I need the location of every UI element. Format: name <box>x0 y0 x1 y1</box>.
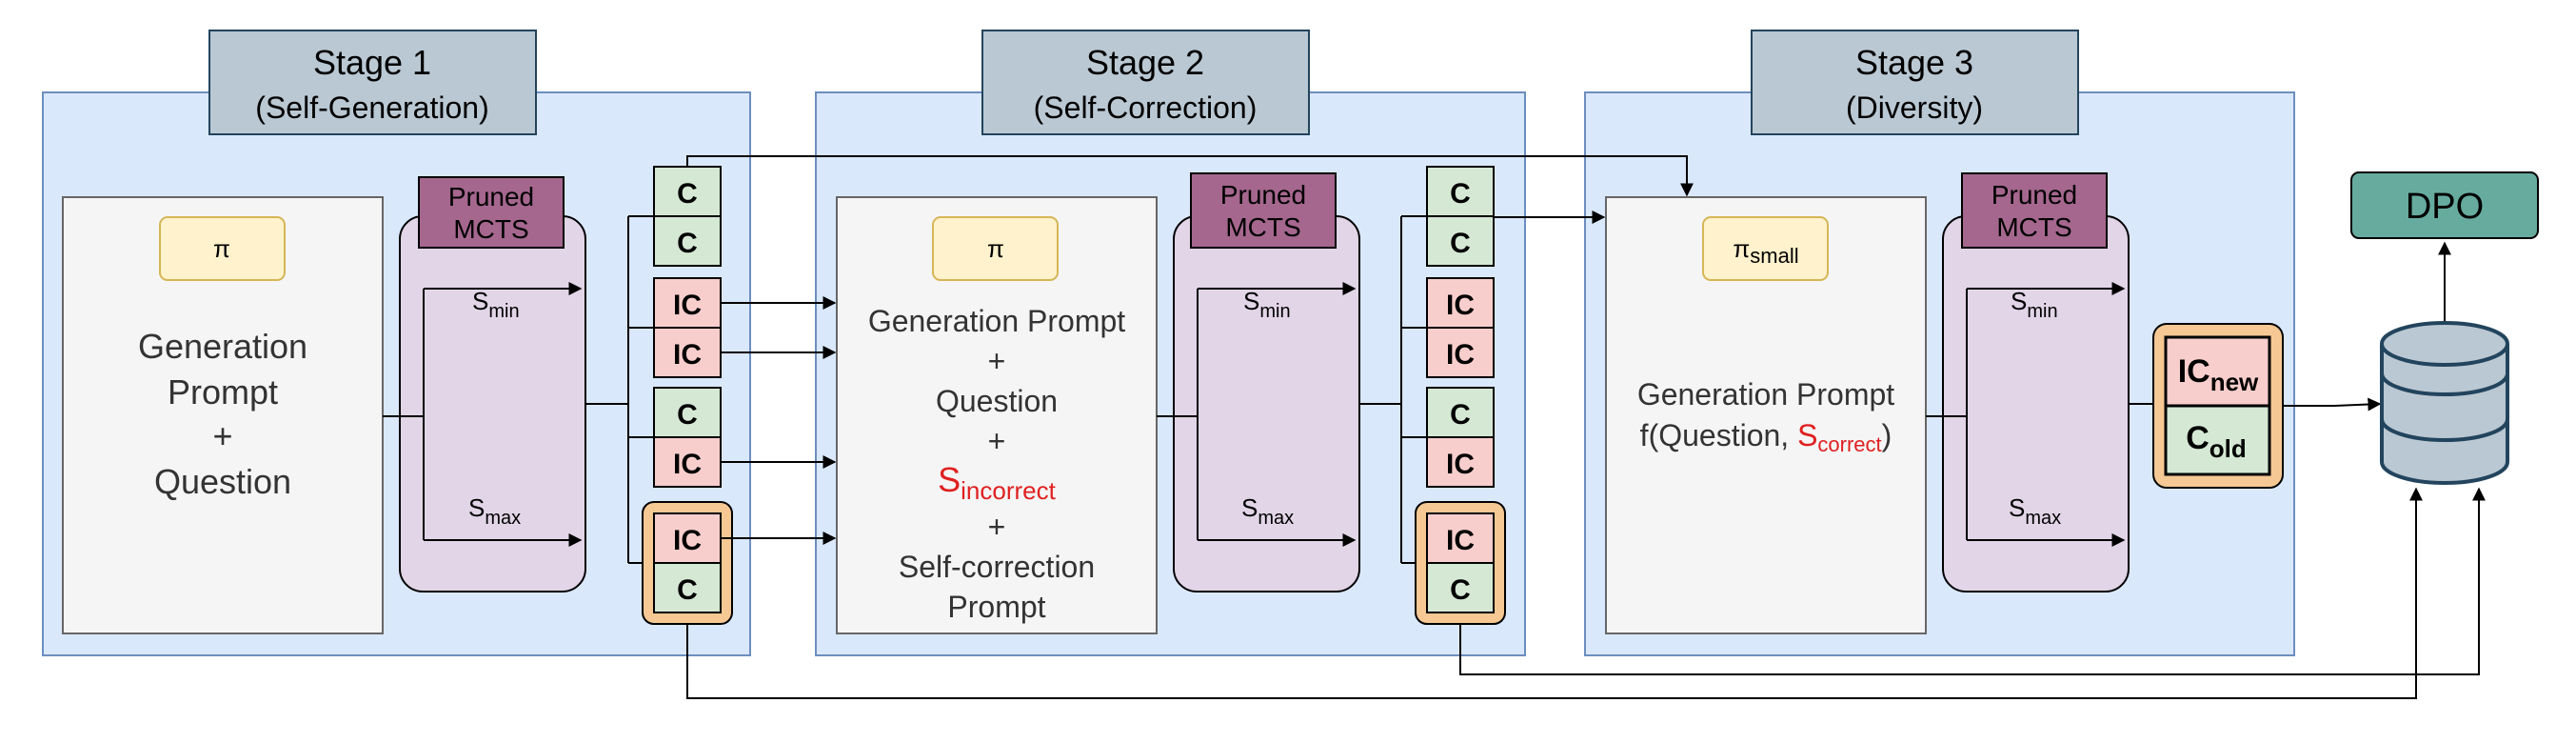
stage-2-output-pair-2-top-label: IC <box>1446 290 1475 321</box>
stage-3-output: ICnew Cold <box>2152 323 2284 489</box>
stage-3-subtitle: (Diversity) <box>1846 90 1983 125</box>
stage-3-smax-label: Smax <box>2009 493 2061 529</box>
arrow-s3-pair-to-db <box>2283 397 2382 412</box>
database-top <box>2380 321 2509 367</box>
stage-3-mcts-label-box <box>1961 172 2108 249</box>
stage-1-mcts-box <box>399 215 586 592</box>
stage-2-output-pair-4-top-label: IC <box>1446 525 1475 556</box>
stage-3: Stage 3 (Diversity) πsmall Generation Pr… <box>1584 30 2295 656</box>
stage-2-header <box>981 30 1310 135</box>
arrow-s1-correct-to-s3 <box>686 155 1694 197</box>
final-pair-top-label: ICnew <box>2178 353 2259 396</box>
stage-1-smax-label: Smax <box>468 493 521 529</box>
stage-1-prompt-line-4: Question <box>154 462 291 501</box>
stage-2-prompt-line-8: Prompt <box>947 590 1045 624</box>
stage-1-output-pair-1-bottom <box>653 215 722 267</box>
stage-2-prompt-line-1: Generation Prompt <box>868 304 1125 338</box>
stage-1-output-pair-4-top-label: IC <box>673 525 702 556</box>
stage-2-output-pair-1-top-label: C <box>1450 178 1471 210</box>
stage-2-output-pair-2-bottom-label: IC <box>1446 339 1475 371</box>
stage-2-output-pair-4-bottom-label: C <box>1450 574 1471 606</box>
stage-2-mcts-label-1: Pruned <box>1220 180 1306 210</box>
stage-2-smax-label: Smax <box>1241 493 1294 529</box>
stage-3-smin-label: Smin <box>2011 287 2058 322</box>
stage-1: Stage 1 (Self-Generation) π Generation P… <box>42 30 751 656</box>
stage-1-output-pair-1-top-label: C <box>677 178 698 210</box>
stage-1-output-pair-4-bottom <box>653 562 722 613</box>
stage-2-prompt-line-3: Question <box>936 384 1058 418</box>
dpo-box <box>2350 171 2539 239</box>
stage-2-outputs: C C IC IC C IC IC C <box>1400 166 1506 625</box>
stage-1-output-pair-3-bottom <box>653 436 722 488</box>
stage-1-prompt-line-1: Generation <box>138 327 307 366</box>
stage-1-output-pair-1-bottom-label: C <box>677 228 698 259</box>
stage-1-outputs: C C IC IC C IC IC C <box>627 166 733 625</box>
stage-1-mcts-label-box <box>418 176 565 249</box>
stage-2-subtitle: (Self-Correction) <box>1034 90 1258 125</box>
cross-stage-arrows <box>686 155 2486 699</box>
stage-1-output-pair-2-bottom <box>653 327 722 378</box>
stage-3-prompt-line-2: f(Question, Scorrect) <box>1640 418 1892 456</box>
final-pair-bottom <box>2164 404 2271 476</box>
database-ring-2 <box>2380 418 2509 442</box>
stage-3-mcts-label-2: MCTS <box>1996 212 2071 242</box>
final-pair-bottom-label: Cold <box>2186 420 2247 463</box>
stage-3-mcts-label-1: Pruned <box>1991 180 2077 210</box>
stage-2-output-pair-1-bottom-label: C <box>1450 228 1471 259</box>
stage-2-output-pair-1-bottom <box>1426 215 1495 267</box>
stage-1-policy-box <box>159 216 286 281</box>
stage-2-prompt-line-5: Sincorrect <box>938 460 1056 505</box>
stage-2-policy-label: π <box>987 234 1004 263</box>
dpo-label: DPO <box>2406 187 2484 227</box>
stage-1-smin-label: Smin <box>472 287 520 322</box>
stage-2-output-pair-2-bottom <box>1426 327 1495 378</box>
stage-3-title: Stage 3 <box>1855 43 1973 82</box>
stage-2-mcts-label-2: MCTS <box>1225 212 1300 242</box>
stage-2-output-pair-2-top <box>1426 277 1495 329</box>
stage-2-output-pair-3-bottom-label: IC <box>1446 449 1475 480</box>
arrow-s2-pair-to-db <box>1459 487 2486 675</box>
stage-1-mcts-label-2: MCTS <box>453 214 528 244</box>
stage-1-output-pair-4-bottom-label: C <box>677 574 698 606</box>
stage-2: Stage 2 (Self-Correction) π Generation P… <box>815 30 1526 656</box>
stage-1-output-pair-2-bottom-label: IC <box>673 339 702 371</box>
stage-2-mcts-label-box <box>1190 172 1337 249</box>
database-ring-1 <box>2380 372 2509 396</box>
stage-1-header <box>208 30 537 135</box>
stage-1-prompt-line-2: Prompt <box>168 372 278 412</box>
stage-1-output-pair-3-top <box>653 387 722 438</box>
stage-1-prompt-line-3: + <box>212 416 232 455</box>
database-body <box>2380 344 2509 485</box>
stage-3-header <box>1751 30 2079 135</box>
stage-2-prompt-line-6: + <box>988 510 1006 544</box>
stage-1-output-pair-3-bottom-label: IC <box>673 449 702 480</box>
stage-1-title: Stage 1 <box>313 43 431 82</box>
stage-2-output-pair-1-top <box>1426 166 1495 217</box>
database-icon <box>2380 321 2509 485</box>
stage-2-output-pair-3-top-label: C <box>1450 399 1471 431</box>
stage-2-mcts-box <box>1173 215 1360 592</box>
stage-3-prompt-line-1: Generation Prompt <box>1637 377 1894 412</box>
stage-1-output-pair-3-top-label: C <box>677 399 698 431</box>
stage-1-output-pair-2-top-label: IC <box>673 290 702 321</box>
stage-2-output-pair-3-top <box>1426 387 1495 438</box>
stage-3-mcts-box <box>1942 215 2130 592</box>
dpo-node: DPO <box>2350 171 2539 239</box>
stage-2-prompt-line-7: Self-correction <box>899 550 1095 584</box>
stage-2-title: Stage 2 <box>1086 43 1204 82</box>
stage-2-output-pair-4-bottom <box>1426 562 1495 613</box>
stage-1-subtitle: (Self-Generation) <box>255 90 488 125</box>
stage-1-mcts-label-1: Pruned <box>448 182 534 211</box>
arrow-s1-pair-to-db <box>686 487 2423 699</box>
stage-2-output-pair-3-bottom <box>1426 436 1495 488</box>
stage-3-policy-label: πsmall <box>1733 234 1798 268</box>
stage-3-policy-box <box>1702 216 1829 281</box>
stage-1-policy-label: π <box>213 234 230 263</box>
stage-2-smin-label: Smin <box>1243 287 1291 322</box>
stage-2-prompt-line-4: + <box>988 424 1006 458</box>
stage-2-prompt-line-2: + <box>988 344 1006 378</box>
stage-2-policy-box <box>932 216 1059 281</box>
